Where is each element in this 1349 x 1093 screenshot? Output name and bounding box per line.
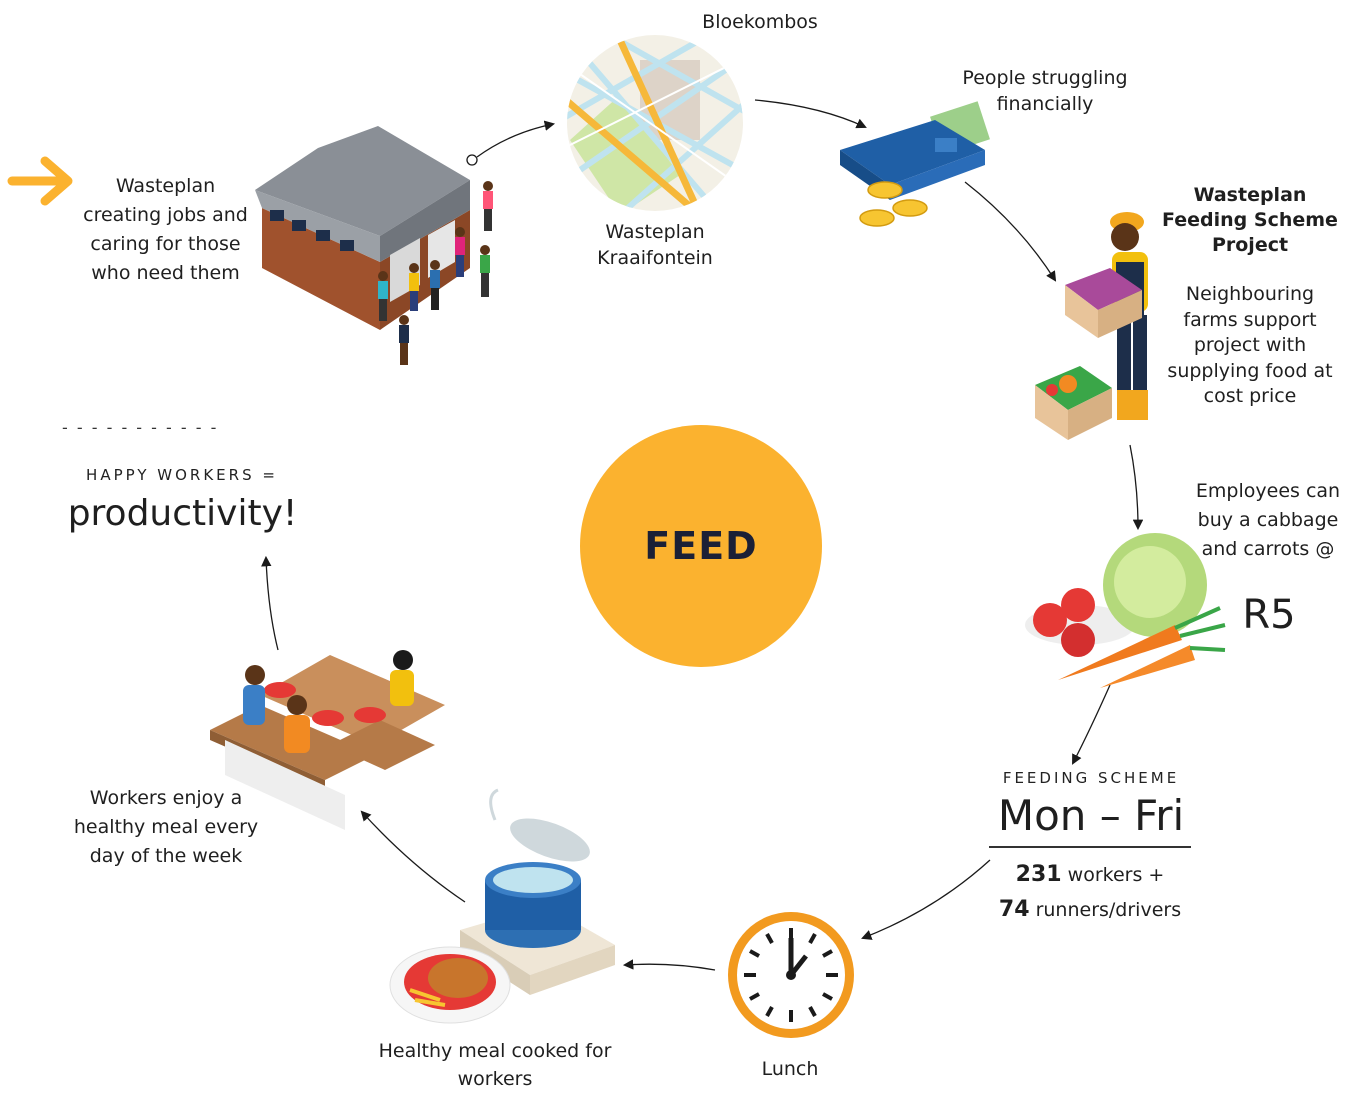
wallet-label: People struggling financially	[962, 67, 1128, 115]
scheme-runners: 74 runners/drivers	[965, 895, 1215, 925]
meal-label: Healthy meal cooked for workers	[378, 1040, 612, 1090]
result-dashes: - - - - - - - - - - -	[62, 418, 219, 437]
project-title: Wasteplan Feeding Scheme Project	[1162, 184, 1338, 256]
feed-circle: FEED	[580, 425, 822, 667]
feed-label: FEED	[644, 524, 758, 568]
map-top-label: Bloekombos	[702, 11, 818, 33]
runners-count: 74	[998, 897, 1030, 922]
workers-text: workers +	[1067, 864, 1165, 886]
table-label: Workers enjoy a healthy meal every day o…	[73, 787, 259, 867]
veg-price: R5	[1242, 592, 1296, 638]
veg-text: Employees can buy a cabbage and carrots …	[1195, 480, 1341, 560]
result-caption: HAPPY WORKERS =	[86, 466, 278, 484]
project-text: Neighbouring farms support project with …	[1167, 283, 1333, 407]
map-bottom-label: Wasteplan Kraaifontein	[597, 221, 713, 269]
scheme-caption: FEEDING SCHEME	[1002, 769, 1180, 787]
scheme-days: Mon – Fri	[997, 791, 1185, 840]
scheme-workers: 231 workers +	[965, 860, 1215, 890]
start-label: Wasteplan creating jobs and caring for t…	[83, 175, 248, 284]
clock-label: Lunch	[761, 1058, 819, 1080]
scheme-divider	[989, 846, 1191, 848]
result-headline: productivity!	[67, 493, 298, 534]
runners-text: runners/drivers	[1035, 899, 1182, 921]
workers-count: 231	[1015, 862, 1062, 887]
